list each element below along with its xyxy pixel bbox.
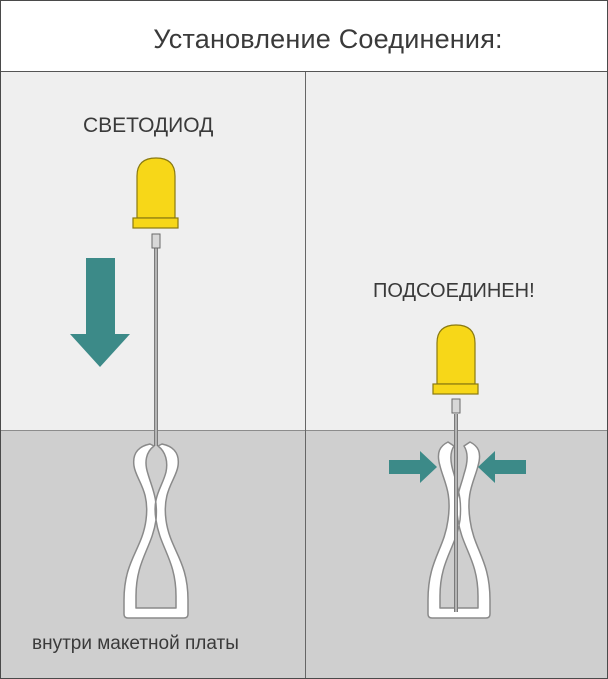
breadboard-clip-icon [427,441,491,619]
left-top-panel [1,72,305,430]
page-title: Установление Соединения: [153,24,503,54]
arrow-down-icon [70,258,130,367]
left-bottom-panel [1,430,305,678]
connected-label: ПОДСОЕДИНЕН! [373,280,535,302]
led-icon [132,157,179,446]
breadboard-clip-icon [123,443,189,619]
led-icon [432,324,479,612]
arrow-right-icon [389,451,437,483]
led-label: СВЕТОДИОД [83,114,214,137]
inside-breadboard-label: внутри макетной платы [32,633,239,654]
arrow-left-icon [478,451,526,483]
